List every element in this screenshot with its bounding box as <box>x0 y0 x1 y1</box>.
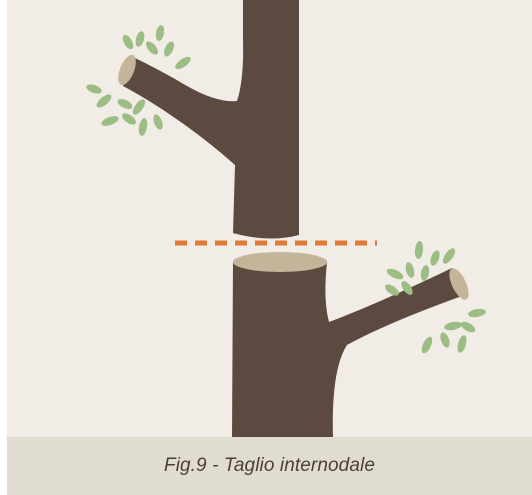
lower-trunk-cut <box>233 252 327 272</box>
figure-caption: Fig.9 - Taglio internodale <box>164 455 375 477</box>
internodal-cut-illustration <box>7 0 532 437</box>
caption-bar: Fig.9 - Taglio internodale <box>7 437 532 495</box>
